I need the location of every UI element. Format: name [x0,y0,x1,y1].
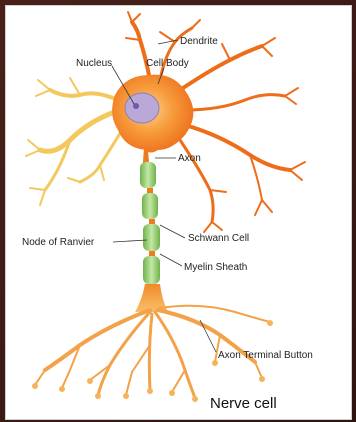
label-schwann-cell: Schwann Cell [188,233,249,244]
label-myelin-sheath: Myelin Sheath [184,262,247,273]
label-axon-terminal-button: Axon Terminal Button [218,350,313,361]
label-dendrite: Dendrite [180,36,218,47]
label-cell-body: Cell Body [146,58,189,69]
label-nucleus: Nucleus [76,58,112,69]
axon-terminal-buttons [32,320,273,402]
diagram-title: Nerve cell [210,395,277,412]
dendrites-left [26,78,125,205]
label-axon: Axon [178,153,201,164]
label-node-of-ranvier: Node of Ranvier [22,237,95,248]
